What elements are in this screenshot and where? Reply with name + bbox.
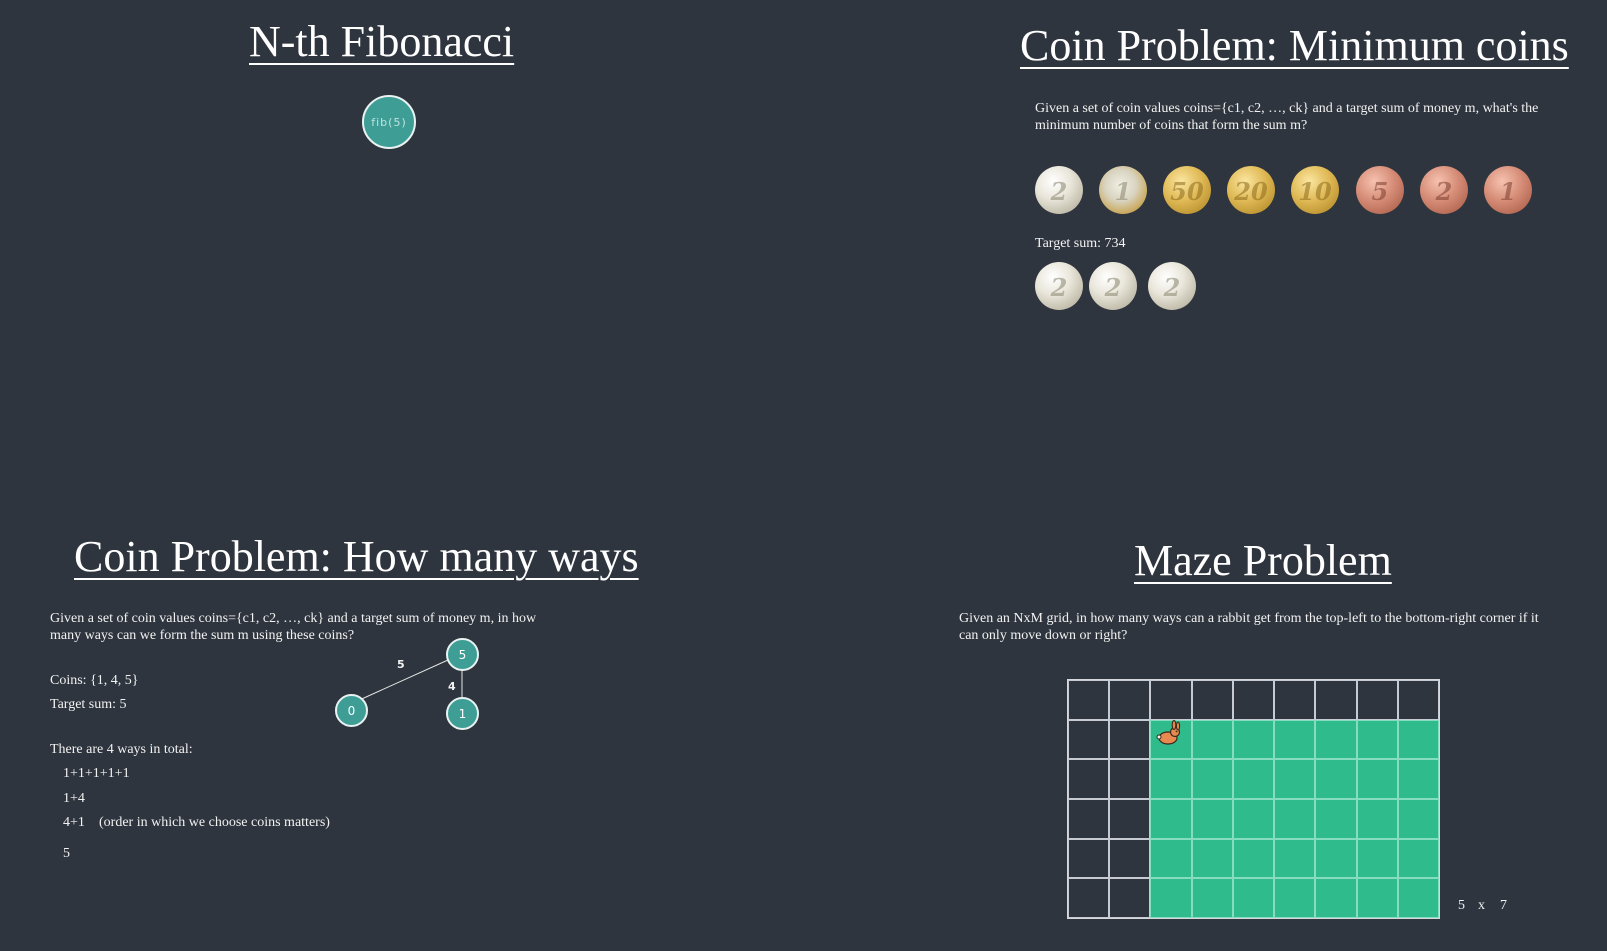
tree-node-right: 1	[446, 697, 479, 730]
maze-cell	[1397, 878, 1439, 918]
maze-cell	[1109, 878, 1151, 918]
maze-cell	[1068, 838, 1110, 879]
min-coins-target: Target sum: 734	[1035, 236, 1126, 251]
way-item: 4+1	[63, 815, 85, 830]
maze-dimension-x: x	[1478, 898, 1485, 913]
maze-cell	[1397, 838, 1439, 879]
way-item: 5	[63, 846, 70, 861]
maze-cell	[1232, 680, 1275, 720]
way-item: 1+4	[63, 791, 85, 806]
ways-target-label: Target sum: 5	[50, 697, 127, 712]
maze-cell	[1397, 759, 1439, 799]
maze-cell	[1150, 719, 1192, 760]
maze-cell	[1274, 838, 1316, 879]
maze-cell	[1274, 799, 1316, 839]
fib-node-label: fib(5)	[371, 115, 407, 129]
tree-edge-left	[354, 659, 449, 703]
maze-cell	[1274, 759, 1316, 799]
maze-cell	[1232, 719, 1275, 760]
maze-cell	[1315, 878, 1357, 918]
maze-cell	[1356, 719, 1398, 760]
maze-cell	[1397, 680, 1439, 720]
maze-cell	[1232, 838, 1275, 879]
maze-cell	[1356, 680, 1398, 720]
maze-cell	[1315, 719, 1357, 760]
maze-cell	[1274, 680, 1316, 720]
way-item: 1+1+1+1+1	[63, 766, 130, 781]
maze-cell	[1150, 838, 1192, 879]
coin-2-cent-icon: 2	[1420, 166, 1468, 214]
selected-coin-2-euro-icon: 2	[1035, 262, 1083, 310]
maze-cell	[1274, 878, 1316, 918]
tree-node-left-label: 0	[347, 703, 356, 718]
ways-total-label: There are 4 ways in total:	[50, 742, 193, 757]
maze-dimension-m: 7	[1500, 898, 1507, 913]
min-coins-title: Coin Problem: Minimum coins	[1020, 21, 1569, 70]
maze-cell	[1191, 878, 1233, 918]
maze-cell	[1068, 680, 1110, 720]
maze-cell	[1191, 719, 1233, 760]
maze-cell	[1150, 680, 1192, 720]
coin-20-cent-icon: 20	[1227, 166, 1275, 214]
maze-cell	[1150, 759, 1192, 799]
maze-cell	[1315, 799, 1357, 839]
fib-node: fib(5)	[362, 95, 416, 149]
coin-1-euro-icon: 1	[1099, 166, 1147, 214]
maze-cell	[1356, 878, 1398, 918]
tree-edge-right-label: 4	[448, 680, 456, 693]
tree-node-right-label: 1	[458, 706, 467, 721]
maze-cell	[1356, 838, 1398, 879]
maze-cell	[1068, 759, 1110, 799]
tree-node-root-label: 5	[458, 647, 467, 662]
maze-cell	[1068, 719, 1110, 760]
min-coins-description: Given a set of coin values coins={c1, c2…	[1035, 101, 1539, 133]
selected-coin-2-euro-icon: 2	[1148, 262, 1196, 310]
maze-cell	[1274, 719, 1316, 760]
tree-edge-left-label: 5	[397, 658, 405, 671]
coin-5-cent-icon: 5	[1356, 166, 1404, 214]
maze-cell	[1109, 680, 1151, 720]
tree-node-left: 0	[335, 694, 368, 727]
maze-title: Maze Problem	[1134, 536, 1392, 585]
ways-coins-label: Coins: {1, 4, 5}	[50, 673, 139, 688]
maze-cell	[1109, 799, 1151, 839]
maze-cell	[1191, 759, 1233, 799]
maze-cell	[1315, 680, 1357, 720]
maze-cell	[1109, 719, 1151, 760]
maze-cell	[1150, 799, 1192, 839]
maze-cell	[1232, 799, 1275, 839]
maze-cell	[1356, 759, 1398, 799]
maze-description: Given an NxM grid, in how many ways can …	[959, 611, 1539, 643]
maze-grid	[1067, 679, 1440, 919]
fibonacci-title: N-th Fibonacci	[249, 17, 515, 66]
maze-cell	[1191, 799, 1233, 839]
coin-2-euro-icon: 2	[1035, 166, 1083, 214]
maze-cell	[1068, 799, 1110, 839]
maze-cell	[1315, 759, 1357, 799]
maze-dimension-n: 5	[1458, 898, 1465, 913]
coin-50-cent-icon: 50	[1163, 166, 1211, 214]
coin-1-cent-icon: 1	[1484, 166, 1532, 214]
maze-cell	[1150, 878, 1192, 918]
maze-cell	[1109, 838, 1151, 879]
tree-node-root: 5	[446, 638, 479, 671]
ways-description: Given a set of coin values coins={c1, c2…	[50, 611, 537, 643]
maze-cell	[1191, 838, 1233, 879]
maze-cell	[1232, 878, 1275, 918]
ways-title: Coin Problem: How many ways	[74, 532, 639, 581]
coin-10-cent-icon: 10	[1291, 166, 1339, 214]
order-note: (order in which we choose coins matters)	[99, 815, 330, 830]
selected-coin-2-euro-icon: 2	[1089, 262, 1137, 310]
maze-cell	[1068, 878, 1110, 918]
maze-cell	[1315, 838, 1357, 879]
maze-cell	[1356, 799, 1398, 839]
maze-cell	[1397, 799, 1439, 839]
maze-cell	[1232, 759, 1275, 799]
maze-cell	[1397, 719, 1439, 760]
maze-cell	[1109, 759, 1151, 799]
maze-cell	[1191, 680, 1233, 720]
